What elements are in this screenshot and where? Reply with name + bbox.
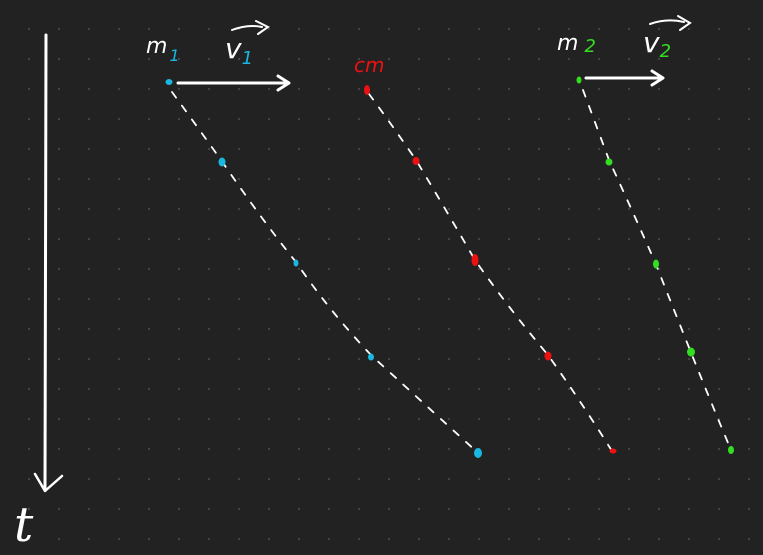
body-cm: cm <box>354 53 617 454</box>
m2-velocity-arrow <box>584 69 665 87</box>
time-axis-arrowhead <box>33 472 64 493</box>
m1-position-dot <box>165 79 173 85</box>
m1-position-dot <box>474 448 482 458</box>
m2-position-dot <box>687 347 695 357</box>
cm-position-dot <box>471 254 479 266</box>
cm-worldline <box>368 93 613 452</box>
m1-velocity-label: v1 <box>225 32 253 69</box>
m1-velocity-arrow <box>176 74 291 92</box>
m1-position-dot <box>218 157 226 167</box>
m2-position-dot <box>653 259 659 269</box>
time-axis-line <box>43 33 48 490</box>
m2-worldline <box>582 89 732 451</box>
m2-position-dot <box>576 76 582 84</box>
m2-velocity-index: 2 <box>660 41 671 62</box>
m1-mass-index: 1 <box>169 46 179 65</box>
m1-velocity-vector-mark <box>231 20 270 35</box>
cm-position-dot <box>412 157 420 165</box>
time-axis-label: t <box>14 497 34 553</box>
m2-mass-index: 2 <box>584 36 595 57</box>
cm-position-dot <box>609 448 617 454</box>
m2-velocity-vector-mark <box>649 15 692 31</box>
m2-position-dot <box>605 158 613 166</box>
m1-worldline <box>171 91 478 453</box>
cm-label: cm <box>354 53 384 77</box>
m1-position-dot <box>368 353 374 361</box>
m2-position-dot <box>728 446 734 454</box>
m2-velocity-label: v2 <box>643 26 671 62</box>
cm-position-dot <box>364 85 370 95</box>
time-axis: t <box>14 33 64 553</box>
m1-velocity-index: 1 <box>242 48 253 69</box>
cm-position-dot <box>544 351 552 361</box>
m1-position-dot <box>293 259 299 267</box>
